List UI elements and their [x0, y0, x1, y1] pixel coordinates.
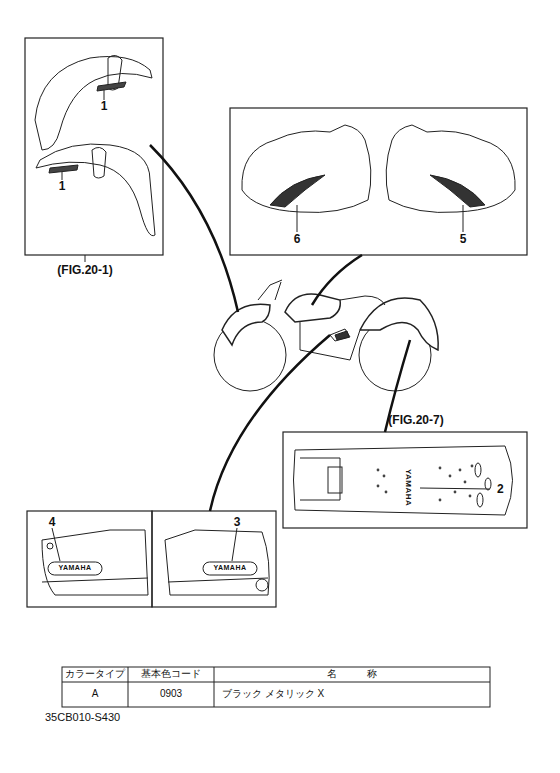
emblem-text: YAMAHA: [58, 564, 91, 572]
callout-number: 4: [49, 516, 56, 530]
emblem-text: YAMAHA: [404, 469, 413, 506]
callout-number: 1: [59, 180, 66, 194]
table-header: 基本色コード: [141, 668, 201, 680]
figure-ref: (FIG.20-1): [57, 264, 112, 278]
callout-number: 5: [460, 233, 467, 247]
callout-number: 1: [101, 100, 108, 114]
callout-number: 6: [294, 233, 301, 247]
callout-number: 3: [234, 516, 241, 530]
table-header: 名 称: [327, 668, 377, 680]
figure-ref: (FIG.20-7): [388, 414, 443, 428]
table-cell: A: [92, 688, 99, 700]
table-cell: 0903: [160, 688, 182, 700]
table-cell: ブラック メタリック X: [222, 688, 324, 700]
table-header: カラータイプ: [65, 668, 125, 680]
callout-number: 2: [497, 483, 504, 497]
drawing-code: 35CB010-S430: [45, 711, 120, 724]
emblem-text: YAMAHA: [213, 564, 246, 572]
